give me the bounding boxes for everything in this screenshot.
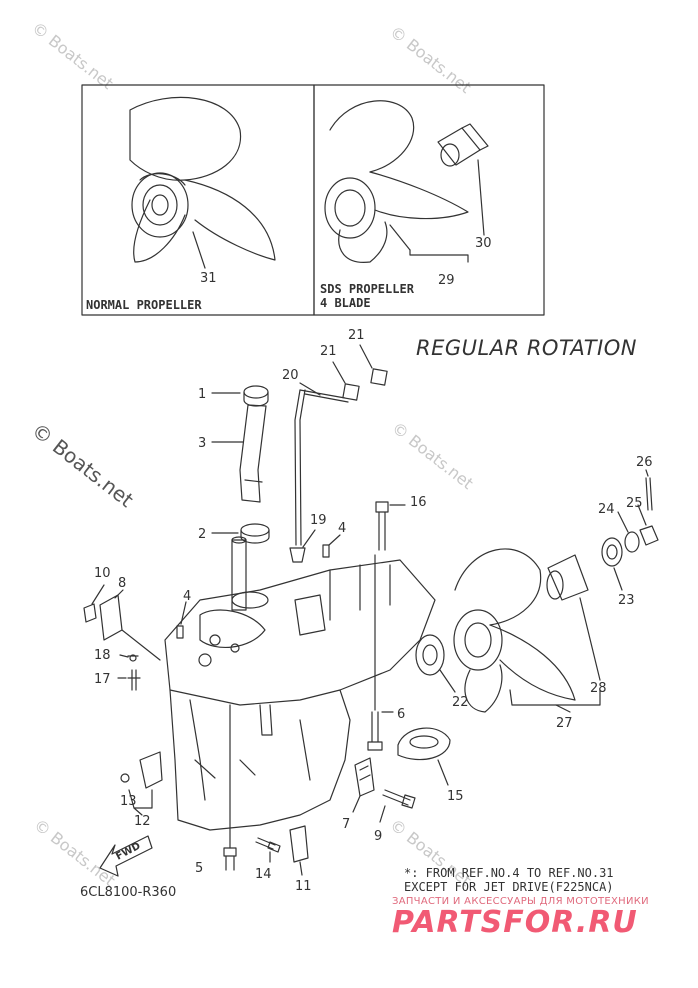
part-screw-17 xyxy=(127,669,141,691)
callout-labels: 31 30 29 1 3 2 20 21 21 19 4 4 16 10 8 1… xyxy=(94,236,653,894)
part-water-tube-3 xyxy=(239,404,267,503)
part-plate-21b xyxy=(370,368,388,386)
part-cover-11 xyxy=(289,825,309,863)
brand-subtitle: ЗАПЧАСТИ И АКСЕССУАРЫ ДЛЯ МОТОТЕХНИКИ xyxy=(392,896,649,907)
part-bolt-5 xyxy=(223,847,237,871)
part-nut-25 xyxy=(639,525,659,546)
part-dowel-pin-4b xyxy=(176,625,184,639)
inset-frame-normal-propeller xyxy=(81,84,315,316)
inset-caption-sds-line2: 4 BLADE xyxy=(320,296,371,310)
sds-propeller-drawing xyxy=(324,100,489,263)
callout-8: 8 xyxy=(118,576,126,591)
part-bolt-13 xyxy=(120,773,130,783)
inset-frame-sds-propeller xyxy=(313,84,545,316)
part-shift-rod-20 xyxy=(294,389,306,546)
part-bolt-10 xyxy=(83,603,97,623)
callout-11: 11 xyxy=(295,879,312,894)
callout-29: 29 xyxy=(438,273,455,288)
callout-13: 13 xyxy=(120,794,137,809)
part-screw-9 xyxy=(382,789,411,806)
part-grommet-19 xyxy=(289,547,306,563)
part-plate-7 xyxy=(354,757,375,797)
part-cotter-pin-26 xyxy=(645,477,653,511)
callout-7: 7 xyxy=(342,817,350,832)
callout-16: 16 xyxy=(410,495,427,510)
brand-logo-text: PARTSFOR.RU xyxy=(392,905,638,940)
callout-9: 9 xyxy=(374,829,382,844)
main-propeller-27 xyxy=(453,548,576,713)
part-bushing-1 xyxy=(243,385,269,399)
callout-27: 27 xyxy=(556,716,573,731)
part-anode-12 xyxy=(139,751,163,789)
part-bolt-16 xyxy=(375,501,389,551)
part-bolt-6 xyxy=(367,711,383,751)
inset-caption-sds-line1: SDS PROPELLER xyxy=(320,282,414,296)
reference-note-line2: EXCEPT FOR JET DRIVE(F225NCA) xyxy=(404,880,614,894)
callout-3: 3 xyxy=(198,436,206,451)
reference-note-line1: *: FROM REF.NO.4 TO REF.NO.31 xyxy=(404,866,614,880)
callout-2: 2 xyxy=(198,527,206,542)
part-washer-23 xyxy=(601,537,623,567)
rotation-heading: REGULAR ROTATION xyxy=(416,336,637,360)
callout-6: 6 xyxy=(397,707,405,722)
callout-20: 20 xyxy=(282,368,299,383)
inset-caption-normal-propeller: NORMAL PROPELLER xyxy=(86,298,202,312)
callout-15: 15 xyxy=(447,789,464,804)
part-plate-21a xyxy=(342,383,360,401)
callout-14: 14 xyxy=(255,867,272,882)
lower-case-housing xyxy=(164,536,436,831)
callout-19: 19 xyxy=(310,513,327,528)
part-seal-2 xyxy=(240,523,270,537)
callout-24: 24 xyxy=(598,502,615,517)
callout-21a: 21 xyxy=(320,344,337,359)
callout-28: 28 xyxy=(590,681,607,696)
callout-4b: 4 xyxy=(183,589,191,604)
callout-31: 31 xyxy=(200,271,217,286)
callout-12: 12 xyxy=(134,814,151,829)
part-dowel-pin-4a xyxy=(322,544,330,558)
callout-25: 25 xyxy=(626,496,643,511)
callout-18: 18 xyxy=(94,648,111,663)
part-anode-15 xyxy=(397,727,451,761)
callout-17: 17 xyxy=(94,672,111,687)
diagram-code: 6CL8100-R360 xyxy=(80,885,177,900)
normal-propeller-drawing xyxy=(129,96,276,263)
part-spacer-28 xyxy=(547,554,589,601)
callout-21b: 21 xyxy=(348,328,365,343)
callout-22: 22 xyxy=(452,695,469,710)
callout-10: 10 xyxy=(94,566,111,581)
callout-4a: 4 xyxy=(338,521,346,536)
part-washer-24 xyxy=(624,531,640,553)
callout-23: 23 xyxy=(618,593,635,608)
part-bolt-14 xyxy=(255,837,276,850)
callout-1: 1 xyxy=(198,387,206,402)
part-plate-8 xyxy=(99,594,123,641)
part-thrust-washer-22 xyxy=(415,634,445,676)
callout-26: 26 xyxy=(636,455,653,470)
callout-30: 30 xyxy=(475,236,492,251)
fwd-arrow xyxy=(99,835,153,877)
callout-5: 5 xyxy=(195,861,203,876)
